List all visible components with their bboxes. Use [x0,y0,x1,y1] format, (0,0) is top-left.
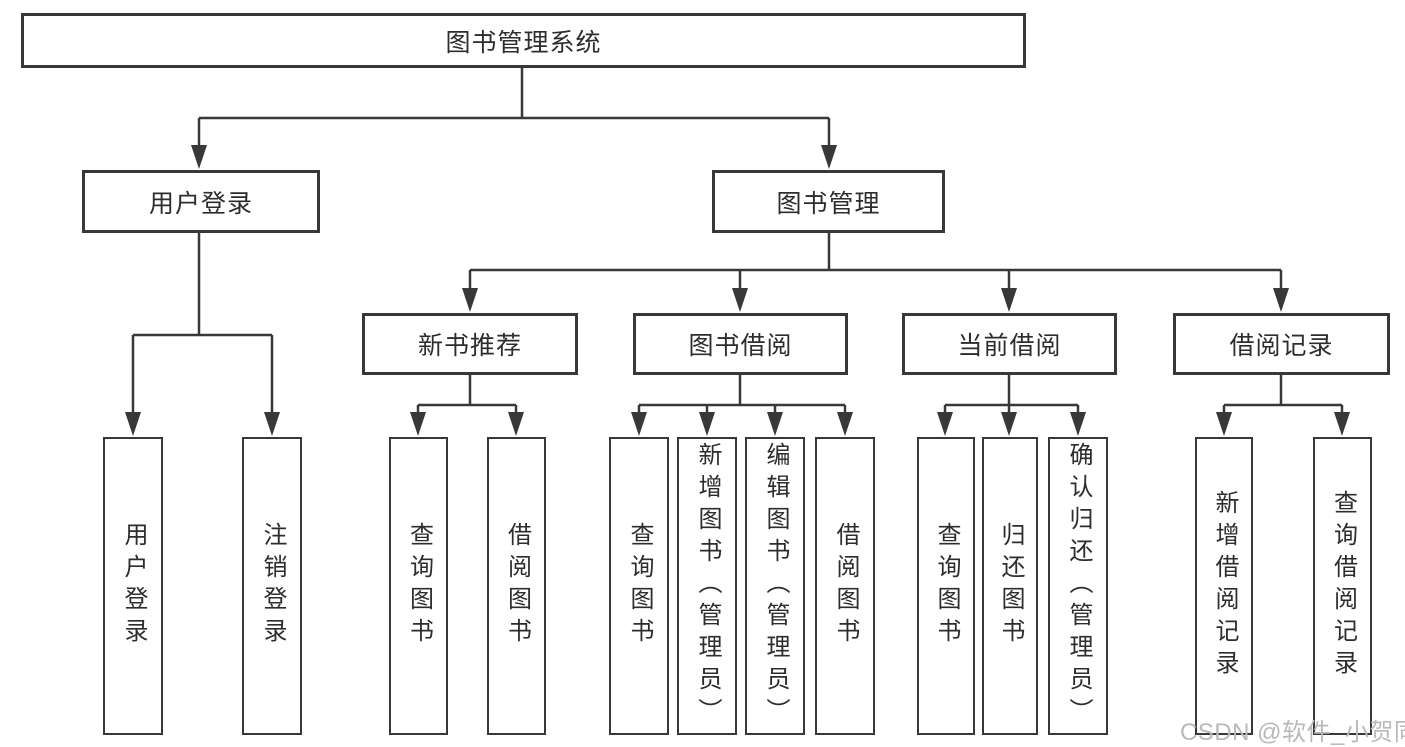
node-label: 图书管理系统 [445,28,602,57]
node-current-borrowing: 当前借阅 [902,313,1117,375]
arrowhead-icons [125,145,1350,436]
leaf-logout-login: 注销登录 [242,437,302,735]
leaf-return-books: 归还图书 [982,437,1038,735]
node-label: 用户登录 [148,189,253,218]
node-label: 用户登录 [120,522,147,650]
watermark: CSDN @软件_小贺同学 [1180,719,1405,746]
node-book-borrowing: 图书借阅 [633,313,848,375]
node-label: 查询图书 [933,522,960,650]
node-label: 编辑图书（管理员） [762,442,789,730]
node-user-login: 用户登录 [82,170,320,233]
node-label: 借阅图书 [503,522,531,650]
node-label: 查询图书 [626,522,653,650]
node-label: 借阅记录 [1229,332,1334,360]
node-label: 确认归还（管理员） [1065,442,1092,730]
node-label: 查询借阅记录 [1329,490,1357,682]
leaf-confirm-return-admin: 确认归还（管理员） [1048,437,1108,735]
leaf-query-books-current: 查询图书 [917,437,975,735]
leaf-add-books-admin: 新增图书（管理员） [677,437,737,735]
leaf-query-books-recommendation: 查询图书 [389,437,448,735]
node-label: 图书管理 [776,189,881,218]
leaf-add-borrow-record: 新增借阅记录 [1195,437,1253,735]
leaf-borrow-books: 借阅图书 [815,437,875,735]
node-label: 新增图书（管理员） [694,442,721,730]
node-label: 查询图书 [405,522,433,650]
node-new-book-recommendation: 新书推荐 [362,313,578,375]
node-label: 新增借阅记录 [1211,490,1238,682]
leaf-edit-books-admin: 编辑图书（管理员） [745,437,805,735]
leaf-query-books-borrowing: 查询图书 [609,437,669,735]
leaf-user-login: 用户登录 [103,437,163,735]
node-borrowing-records: 借阅记录 [1173,313,1390,375]
node-label: 归还图书 [997,522,1024,650]
node-label: 借阅图书 [832,522,859,650]
node-book-management: 图书管理 [712,170,945,233]
leaf-query-borrow-record: 查询借阅记录 [1313,437,1372,735]
leaf-borrow-books-recommendation: 借阅图书 [487,437,546,735]
node-library-management-system: 图书管理系统 [21,13,1026,68]
node-label: 图书借阅 [688,332,793,360]
node-label: 当前借阅 [957,332,1062,360]
node-label: 新书推荐 [417,332,522,360]
node-label: 注销登录 [259,522,286,650]
